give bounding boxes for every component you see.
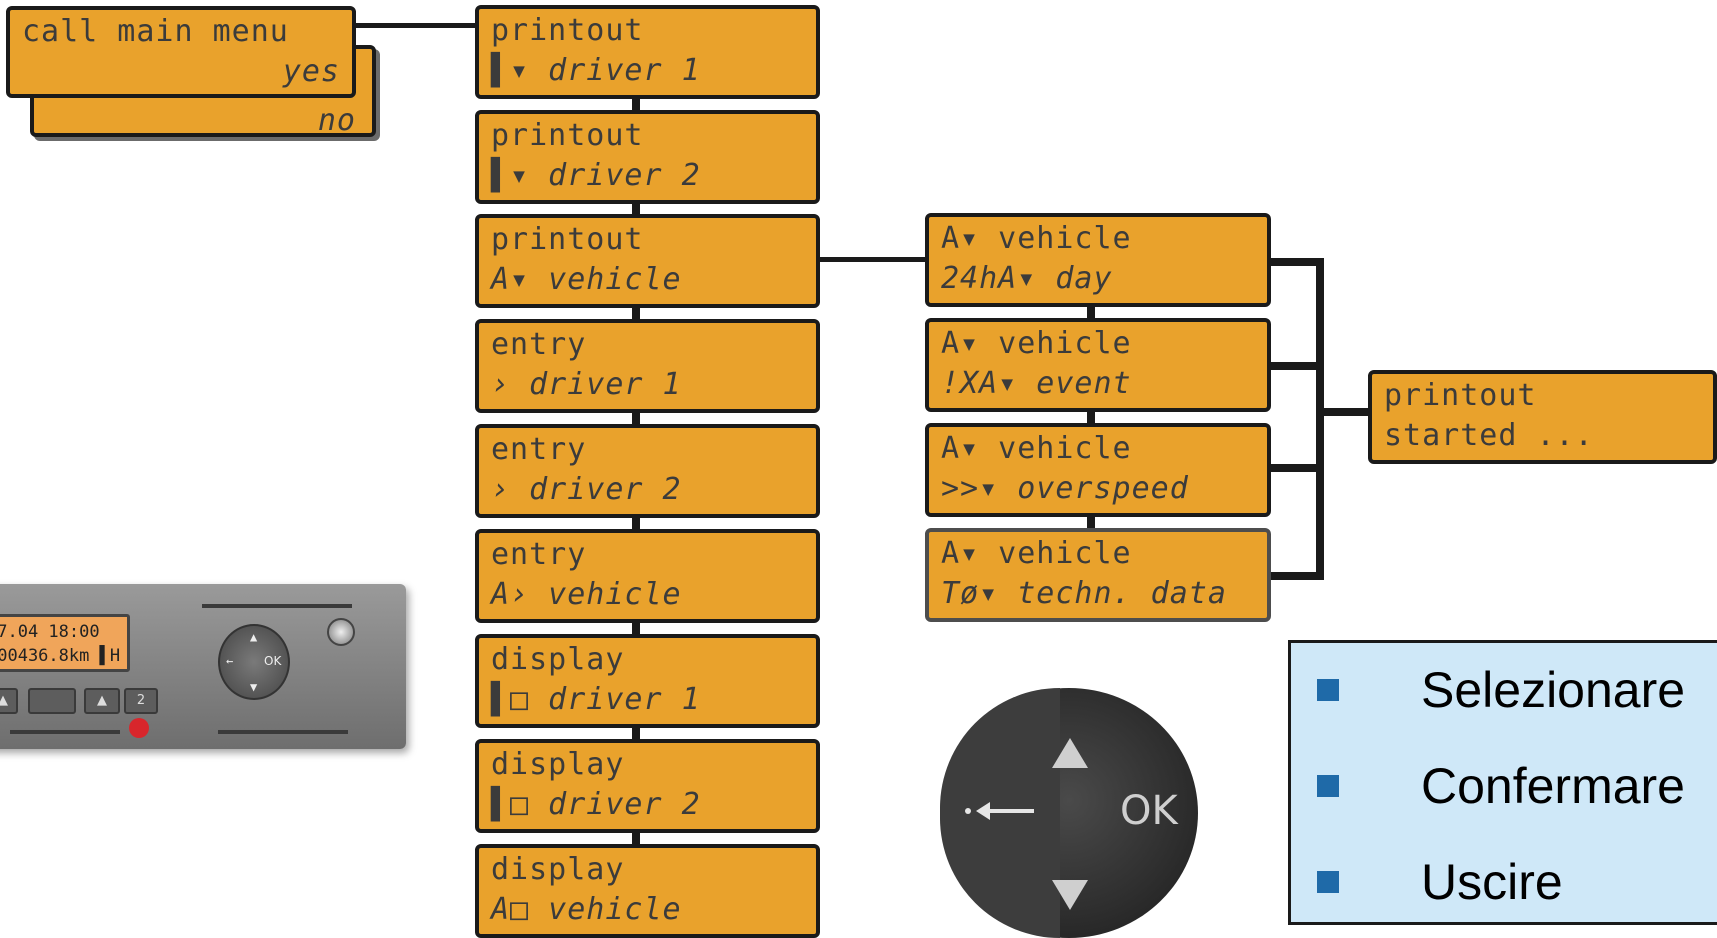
card-slot-bottom-right [218, 730, 348, 734]
menu-item-subtitle: A▾ vehicle [491, 262, 682, 297]
navigation-arrows [965, 738, 1088, 910]
menu-item-display-driver-1[interactable]: display ▌□ driver 1 [475, 634, 820, 728]
vehicle-option-subtitle: >>▾ overspeed [941, 471, 1189, 506]
card-slot-top [202, 604, 352, 608]
vehicle-option-subtitle: !XA▾ event [941, 366, 1132, 401]
dial-ok-label: OK [264, 654, 282, 668]
card-slot-bottom-left [10, 730, 120, 734]
menu-item-subtitle: A› vehicle [491, 577, 682, 612]
legend: Selezionare Confermare Uscire [1288, 640, 1717, 925]
menu-item-subtitle: A□ vehicle [491, 892, 682, 927]
menu-item-title: entry [491, 537, 587, 572]
menu-item-subtitle: › driver 1 [491, 367, 682, 402]
dial-back-icon: ← [226, 654, 234, 668]
device-display: 07.04 18:00 100436.8km ▌H [0, 614, 130, 672]
menu-item-subtitle: › driver 2 [491, 472, 682, 507]
connector-to-result [1316, 408, 1372, 416]
menu-item-entry-driver-1[interactable]: entry › driver 1 [475, 319, 820, 413]
vehicle-option-subtitle: 24hA▾ day [941, 261, 1113, 296]
result-subtitle: started ... [1384, 418, 1594, 453]
tachograph-device: 07.04 18:00 100436.8km ▌H ▲ ▲ 2 ▲ ▼ ← OK [0, 584, 410, 754]
connector-bracket-techn [1268, 572, 1324, 580]
menu-item-subtitle: ▌□ driver 2 [491, 787, 701, 822]
device-navigation-dial[interactable]: ▲ ▼ ← OK [218, 624, 290, 700]
vehicle-option-event[interactable]: A▾ vehicle !XA▾ event [925, 318, 1271, 412]
main-menu-box[interactable]: call main menu yes [6, 6, 356, 98]
connector-bracket-overspeed [1268, 464, 1324, 472]
main-menu-no-label: no [317, 103, 356, 137]
connector-bracket-event [1268, 362, 1324, 370]
vehicle-option-title: A▾ vehicle [941, 431, 1132, 466]
dial-down-icon: ▼ [250, 680, 258, 694]
menu-item-printout-driver-2[interactable]: printout ▌▾ driver 2 [475, 110, 820, 204]
status-led [129, 718, 149, 738]
back-arrow-icon[interactable] [965, 802, 1034, 820]
eject-button-2[interactable]: ▲ [84, 688, 120, 714]
menu-item-subtitle: ▌□ driver 1 [491, 682, 701, 717]
menu-item-subtitle: ▌▾ driver 1 [491, 53, 701, 88]
menu-item-title: printout [491, 13, 644, 48]
navigation-button[interactable]: OK [940, 688, 1198, 938]
legend-bullet-icon [1317, 775, 1339, 797]
vehicle-option-title: A▾ vehicle [941, 536, 1132, 571]
vehicle-option-title: A▾ vehicle [941, 221, 1132, 256]
menu-item-subtitle: ▌▾ driver 2 [491, 158, 701, 193]
menu-item-title: display [491, 852, 625, 887]
ok-label: OK [1120, 788, 1178, 834]
vehicle-option-techn-data[interactable]: A▾ vehicle Tø▾ techn. data [925, 528, 1271, 622]
vehicle-option-overspeed[interactable]: A▾ vehicle >>▾ overspeed [925, 423, 1271, 517]
legend-label: Selezionare [1421, 662, 1686, 718]
up-arrow-icon[interactable] [1052, 738, 1088, 768]
dial-up-icon: ▲ [250, 630, 258, 644]
legend-label: Confermare [1421, 758, 1685, 814]
connector-bracket-vertical [1316, 258, 1324, 580]
down-arrow-icon[interactable] [1052, 880, 1088, 910]
menu-item-display-driver-2[interactable]: display ▌□ driver 2 [475, 739, 820, 833]
menu-item-printout-vehicle[interactable]: printout A▾ vehicle [475, 214, 820, 308]
menu-item-display-vehicle[interactable]: display A□ vehicle [475, 844, 820, 938]
menu-item-title: printout [491, 222, 644, 257]
device-display-line-2: 100436.8km ▌H [0, 646, 121, 666]
main-menu-yes-label: yes [282, 54, 340, 89]
menu-item-title: entry [491, 432, 587, 467]
legend-label: Uscire [1421, 854, 1563, 910]
eject-button-1[interactable]: ▲ [0, 688, 18, 714]
device-blank-button[interactable] [28, 688, 76, 714]
connector-printout-vehicle-to-options [818, 257, 928, 262]
menu-item-entry-vehicle[interactable]: entry A› vehicle [475, 529, 820, 623]
menu-item-title: printout [491, 118, 644, 153]
vehicle-option-title: A▾ vehicle [941, 326, 1132, 361]
vehicle-option-day[interactable]: A▾ vehicle 24hA▾ day [925, 213, 1271, 307]
legend-bullet-icon [1317, 679, 1339, 701]
connector-main-to-printout [352, 23, 478, 28]
menu-item-title: display [491, 642, 625, 677]
menu-item-title: entry [491, 327, 587, 362]
main-menu-label: call main menu [22, 14, 289, 49]
menu-item-printout-driver-1[interactable]: printout ▌▾ driver 1 [475, 5, 820, 99]
device-display-line-1: 07.04 18:00 [0, 622, 100, 642]
connector-bracket-day [1268, 258, 1324, 266]
menu-item-entry-driver-2[interactable]: entry › driver 2 [475, 424, 820, 518]
result-title: printout [1384, 378, 1537, 413]
device-knob[interactable] [327, 618, 355, 646]
card-2-button[interactable]: 2 [124, 688, 158, 714]
legend-bullet-icon [1317, 871, 1339, 893]
printout-started-box: printout started ... [1368, 370, 1717, 464]
menu-item-title: display [491, 747, 625, 782]
connector-vertical-options [1087, 300, 1095, 540]
vehicle-option-subtitle: Tø▾ techn. data [941, 576, 1227, 611]
